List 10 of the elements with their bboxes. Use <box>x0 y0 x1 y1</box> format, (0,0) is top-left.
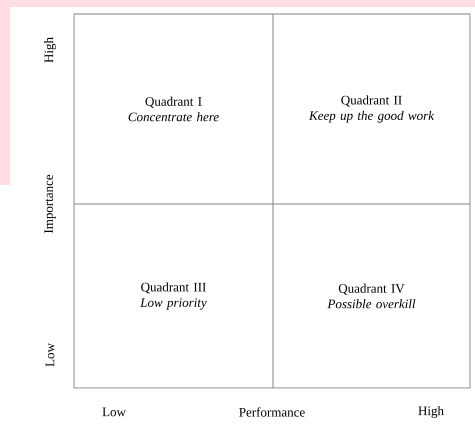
axis-label: Importance <box>44 174 56 234</box>
quadrant-box: Quadrant IV Possible overkill <box>272 204 470 388</box>
axis-end-label: Low <box>102 408 126 416</box>
quadrant-box: Quadrant II Keep up the good work <box>272 14 470 204</box>
axis-end-label: Low <box>46 343 54 367</box>
axis-end-label: High <box>418 406 444 418</box>
axis-end-label: High <box>44 37 56 63</box>
axis-label: Performance <box>239 407 305 417</box>
quadrant-box: Quadrant I Concentrate here <box>74 14 274 204</box>
quadrant-box: Quadrant III Low priority <box>74 204 274 388</box>
